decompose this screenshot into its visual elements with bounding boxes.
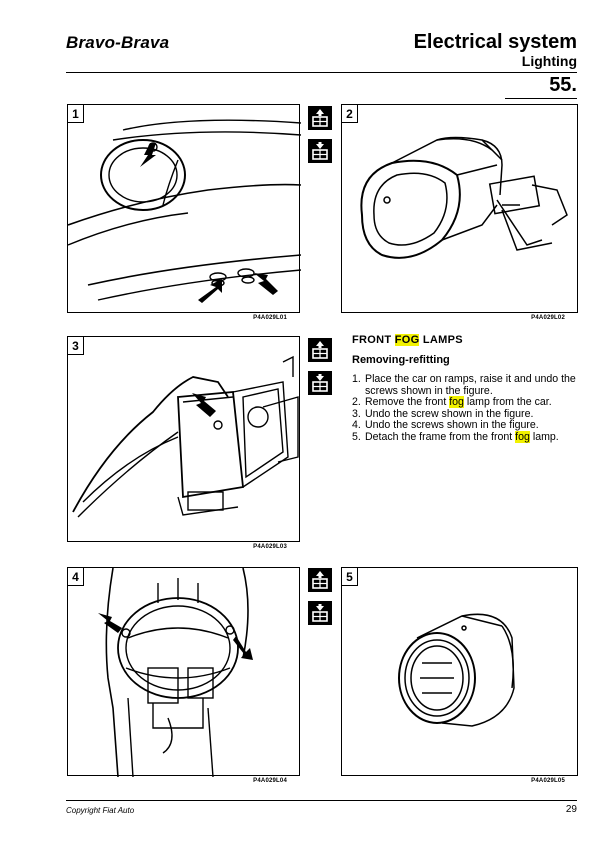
- step-item: 2.Remove the front fog lamp from the car…: [352, 396, 552, 408]
- highlight-term: fog: [515, 430, 530, 443]
- figure-2: 2 P4A029L02: [341, 104, 578, 321]
- figure-4: 4 P4A029L04: [67, 567, 300, 784]
- remove-arrow-up-icon: [308, 106, 332, 130]
- refit-arrow-down-icon: [308, 601, 332, 625]
- figure-5-illustration: [398, 613, 515, 727]
- figure-number: 1: [68, 105, 84, 123]
- step-item: 5.Detach the frame from the front fog la…: [352, 430, 559, 443]
- figure-code: P4A029L01: [253, 315, 287, 321]
- header-rule: [66, 72, 577, 73]
- remove-arrow-up-icon: [308, 338, 332, 362]
- figure-code: P4A029L02: [531, 315, 565, 321]
- highlight-term: FOG: [394, 334, 420, 346]
- procedure-steps: 1.Place the car on ramps, raise it and u…: [352, 373, 582, 443]
- figure-number: 4: [68, 568, 84, 586]
- figure-3: 3 P4A029L03: [67, 336, 300, 550]
- page-code-rule: [505, 98, 577, 99]
- figure-code: P4A029L04: [253, 778, 287, 784]
- highlight-term: fog: [449, 396, 464, 408]
- figure-number: 5: [342, 568, 358, 586]
- refit-arrow-down-icon: [308, 139, 332, 163]
- refit-arrow-down-icon: [308, 371, 332, 395]
- figure-number: 3: [68, 337, 84, 355]
- figure-code: P4A029L03: [253, 544, 287, 550]
- procedure-subtitle: Removing-refitting: [352, 354, 450, 366]
- figure-5: 5 P4A029L05: [341, 567, 578, 784]
- figure-number: 2: [342, 105, 358, 123]
- figure-3-illustration: [72, 355, 299, 518]
- figure-4-illustration: [98, 568, 253, 777]
- figure-code: P4A029L05: [531, 778, 565, 784]
- procedure-text: FRONT FOG LAMPS Removing-refitting 1.Pla…: [352, 334, 582, 443]
- step-item: 4.Undo the screws shown in the figure.: [352, 419, 539, 431]
- model-title: Bravo-Brava: [66, 33, 170, 52]
- copyright-text: Copyright Fiat Auto: [66, 806, 135, 815]
- footer-rule: [66, 800, 577, 801]
- page-code: 55.: [549, 74, 577, 96]
- procedure-title: FRONT FOG LAMPS: [352, 334, 463, 346]
- figure-2-illustration: [360, 136, 568, 259]
- figure-1: 1 P4A029L01: [67, 104, 301, 321]
- figure-1-illustration: [68, 119, 301, 303]
- section-title: Electrical system: [413, 31, 577, 53]
- step-item: 1.Place the car on ramps, raise it and u…: [352, 373, 576, 397]
- remove-arrow-up-icon: [308, 568, 332, 592]
- page-number: 29: [565, 804, 577, 815]
- subsection-title: Lighting: [521, 53, 577, 69]
- step-item: 3.Undo the screw shown in the figure.: [352, 407, 534, 420]
